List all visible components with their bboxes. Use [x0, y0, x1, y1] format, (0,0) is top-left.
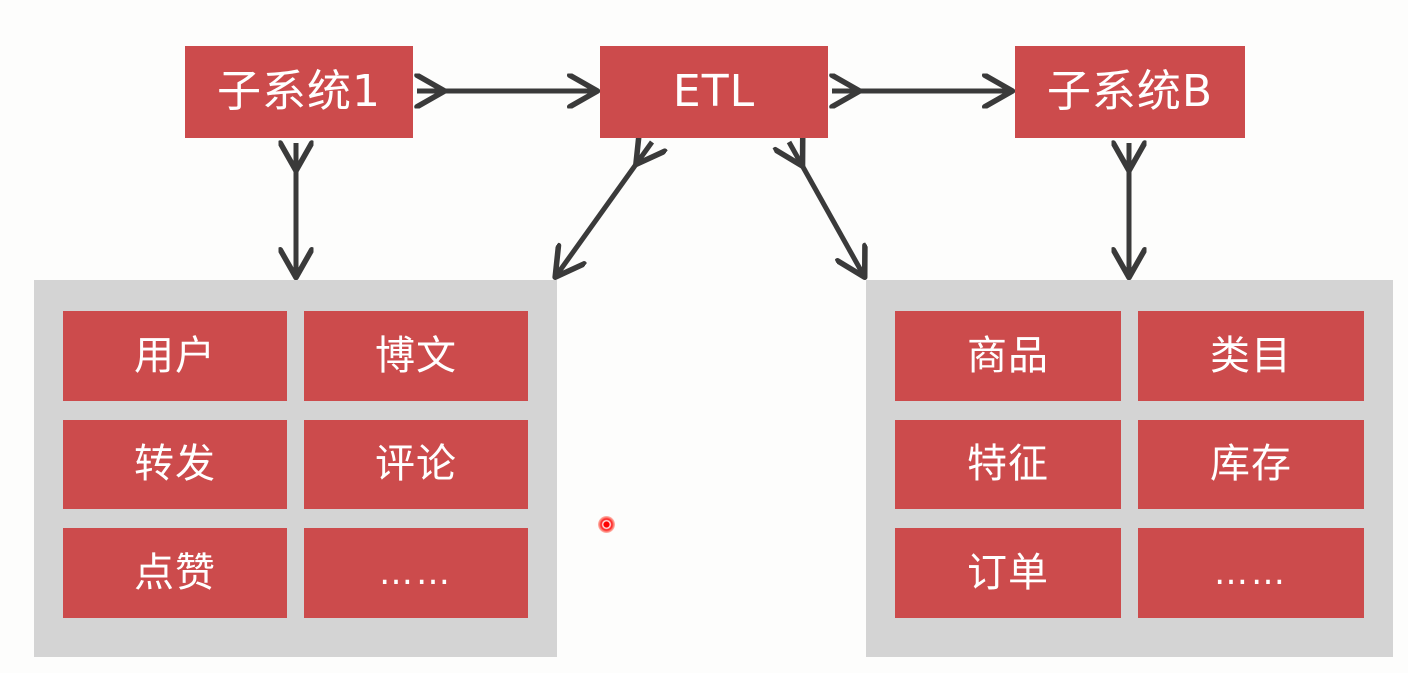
store-cell[interactable]: 转发	[63, 419, 287, 510]
store-cell-more[interactable]: ……	[1138, 528, 1364, 618]
connector-etl-rightstore	[789, 142, 864, 276]
node-subsystem-1[interactable]: 子系统1	[185, 46, 413, 138]
store-cell[interactable]: 点赞	[63, 528, 287, 618]
store-cell[interactable]: 评论	[304, 419, 528, 510]
store-cell[interactable]: 商品	[895, 311, 1121, 401]
node-subsystem-b[interactable]: 子系统B	[1015, 46, 1245, 138]
store-cell[interactable]: 特征	[895, 419, 1121, 510]
store-cell[interactable]: 类目	[1138, 311, 1364, 401]
store-cell[interactable]: 用户	[63, 311, 287, 401]
cursor-click-marker	[598, 516, 615, 533]
store-cell[interactable]: 博文	[304, 311, 528, 401]
node-etl[interactable]: ETL	[600, 46, 828, 138]
connector-etl-leftstore	[556, 142, 652, 276]
right-store-container: 商品 类目 特征 库存 订单 ……	[866, 280, 1393, 657]
store-cell-more[interactable]: ……	[304, 528, 528, 618]
store-cell[interactable]: 库存	[1138, 419, 1364, 510]
store-cell[interactable]: 订单	[895, 528, 1121, 618]
left-store-container: 用户 博文 转发 评论 点赞 ……	[34, 280, 557, 657]
